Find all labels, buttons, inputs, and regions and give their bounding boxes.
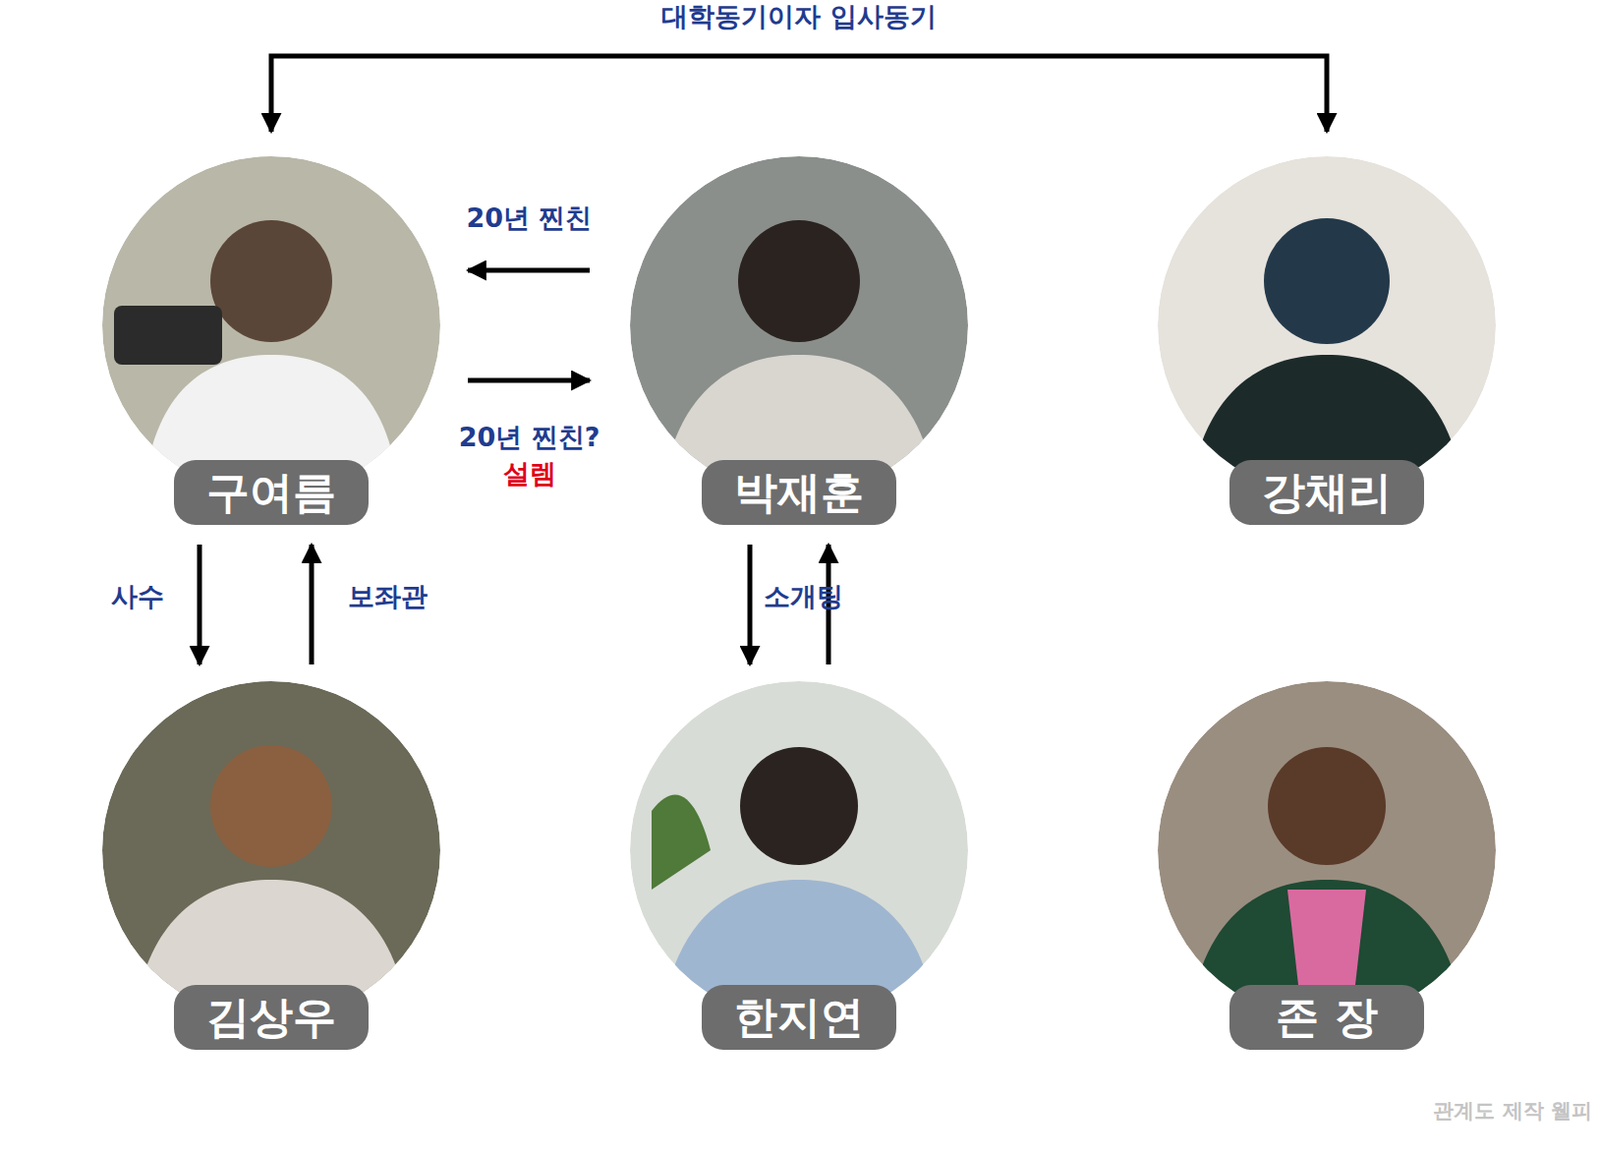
relation-label: 대학동기이자 입사동기 <box>661 0 936 32</box>
portrait <box>1157 156 1496 495</box>
character-name: 구여름 <box>206 470 337 515</box>
relation-label: 소개팅 <box>763 580 844 612</box>
relation-arrow <box>271 56 1327 132</box>
relation-label: 20년 찐친 <box>466 202 593 233</box>
relation-arrow <box>467 268 590 274</box>
relation-arrow <box>747 544 753 665</box>
character-node: 구여름 <box>101 155 442 525</box>
character-name: 김상우 <box>206 995 337 1039</box>
name-badge: 구여름 <box>173 459 369 525</box>
relation-arrow <box>309 544 315 665</box>
character-node: 강채리 <box>1156 155 1497 525</box>
emotion-label: 설렘 <box>503 457 557 489</box>
character-node: 박재훈 <box>628 155 970 525</box>
character-name: 존 장 <box>1275 995 1377 1039</box>
portrait <box>102 156 441 495</box>
relation-arrow <box>467 378 590 384</box>
name-badge: 박재훈 <box>701 459 897 525</box>
watermark: 관계도 제작 웰피 <box>1432 1096 1593 1125</box>
character-name: 강채리 <box>1261 470 1392 515</box>
name-badge: 김상우 <box>173 984 369 1050</box>
portrait <box>629 681 969 1020</box>
relation-arrow <box>197 544 203 665</box>
name-badge: 강채리 <box>1229 459 1425 525</box>
character-node: 김상우 <box>101 680 442 1050</box>
character-node: 한지연 <box>628 680 970 1050</box>
character-node: 존 장 <box>1156 680 1497 1050</box>
relation-label: 20년 찐친? <box>458 421 601 453</box>
portrait <box>1157 681 1496 1020</box>
relation-label: 보좌관 <box>347 580 428 612</box>
portrait <box>102 681 441 1020</box>
character-name: 한지연 <box>734 995 864 1039</box>
relation-label: 사수 <box>111 580 165 612</box>
character-name: 박재훈 <box>734 470 864 515</box>
name-badge: 존 장 <box>1229 984 1425 1050</box>
name-badge: 한지연 <box>701 984 897 1050</box>
portrait <box>629 156 969 495</box>
